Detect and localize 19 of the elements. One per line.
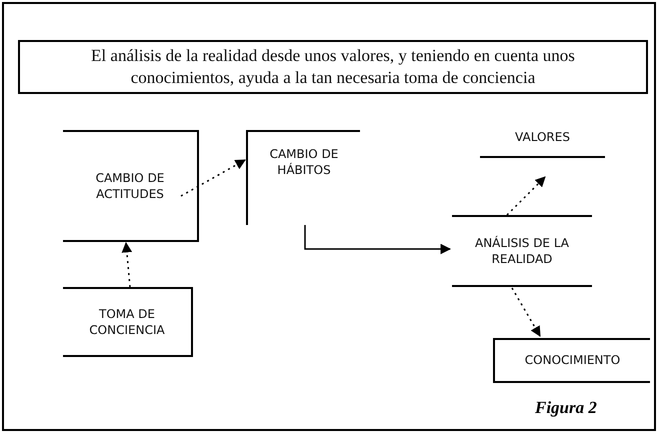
concept-box — [493, 338, 650, 383]
concept-label: VALORES — [515, 128, 570, 146]
heading-box — [18, 40, 648, 94]
concept-box — [246, 130, 360, 225]
concept-box — [63, 287, 193, 357]
concept-label: CAMBIO DE ACTITUDES — [94, 170, 166, 202]
concept-label: CONOCIMIENTO — [524, 352, 620, 369]
arrow — [180, 159, 246, 197]
concept-box — [63, 130, 199, 242]
concept-label: ANÁLISIS DE LA REALIDAD — [474, 234, 570, 268]
arrow — [122, 242, 132, 288]
figure-caption: Figura 2 — [535, 398, 597, 418]
concept-label: TOMA DE CONCIENCIA — [88, 306, 166, 338]
arrow — [304, 225, 452, 254]
concept-label: CAMBIO DE HÁBITOS — [268, 146, 340, 178]
arrow — [506, 176, 546, 216]
concept-box — [452, 215, 592, 287]
arrow — [511, 288, 541, 337]
heading-text: El análisis de la realidad desde unos valores, y teniendo en cuenta unos conocimientos, ayuda a la tan necesaria toma de conciencia — [90, 44, 576, 89]
